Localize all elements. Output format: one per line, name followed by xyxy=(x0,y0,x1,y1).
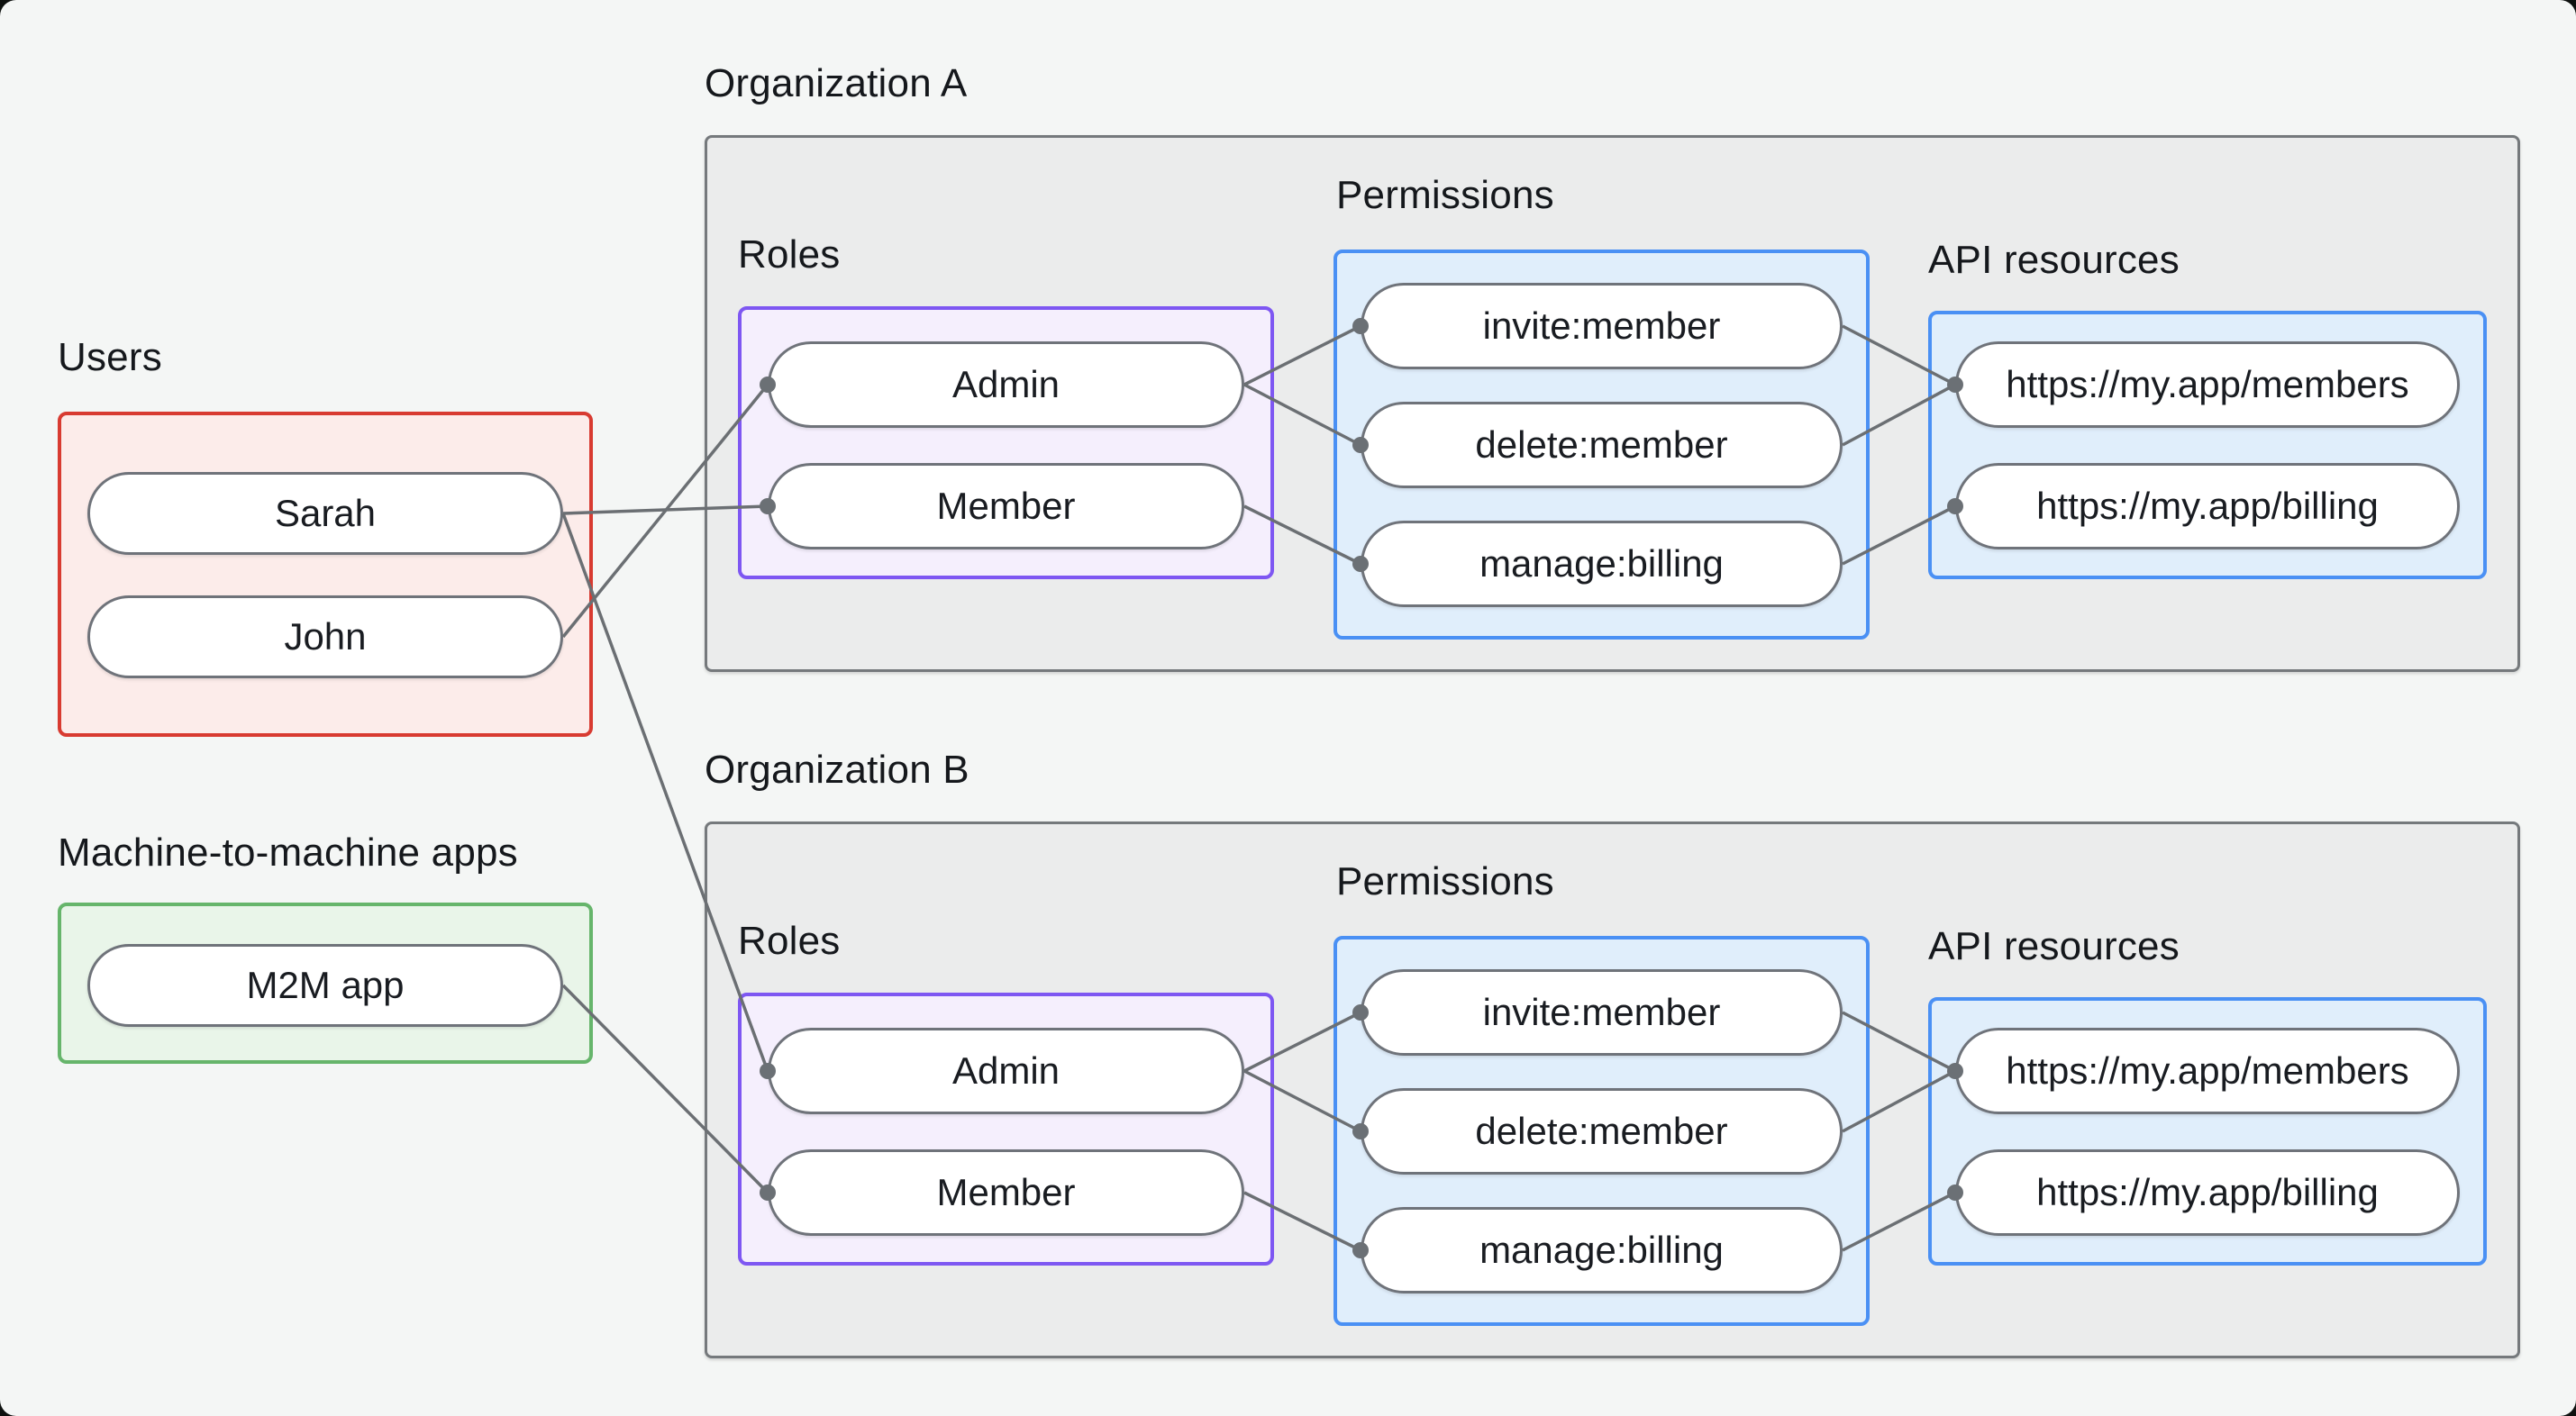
api-a-label: API resources xyxy=(1928,238,2180,282)
invite-a-node: invite:member xyxy=(1361,283,1843,369)
permissions-b-label: Permissions xyxy=(1336,859,1554,903)
api-b-label: API resources xyxy=(1928,924,2180,968)
billing-a-node: https://my.app/billing xyxy=(1955,463,2460,549)
manage-b-node: manage:billing xyxy=(1361,1207,1843,1293)
invite-b-node: invite:member xyxy=(1361,969,1843,1056)
members-a-node: https://my.app/members xyxy=(1955,341,2460,428)
admin-a-node: Admin xyxy=(768,341,1244,428)
org-b-label: Organization B xyxy=(705,748,969,792)
org-a-label: Organization A xyxy=(705,61,968,105)
m2m-app-node: M2M app xyxy=(87,944,563,1027)
sarah-node: Sarah xyxy=(87,472,563,555)
member-b-node: Member xyxy=(768,1149,1244,1236)
permissions-a-label: Permissions xyxy=(1336,173,1554,217)
delete-a-node: delete:member xyxy=(1361,402,1843,488)
john-node: John xyxy=(87,595,563,678)
billing-b-node: https://my.app/billing xyxy=(1955,1149,2460,1236)
member-a-node: Member xyxy=(768,463,1244,549)
users-group-box xyxy=(58,412,593,737)
manage-a-node: manage:billing xyxy=(1361,521,1843,607)
users-label: Users xyxy=(58,335,162,379)
roles-a-label: Roles xyxy=(738,232,841,277)
admin-b-node: Admin xyxy=(768,1028,1244,1114)
roles-b-label: Roles xyxy=(738,919,841,963)
m2m-label: Machine-to-machine apps xyxy=(58,831,518,875)
members-b-node: https://my.app/members xyxy=(1955,1028,2460,1114)
delete-b-node: delete:member xyxy=(1361,1088,1843,1175)
